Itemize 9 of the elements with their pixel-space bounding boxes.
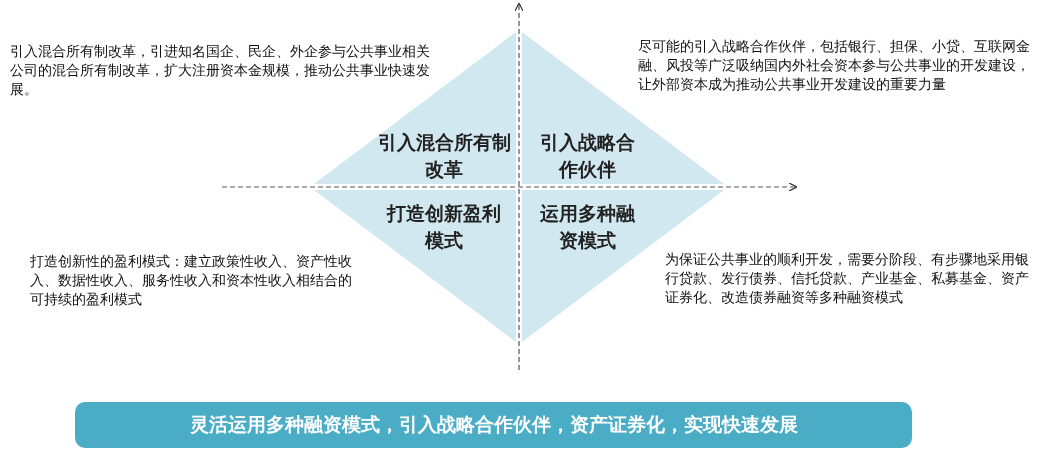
quadrant-title: 引入战略合作伙伴 xyxy=(538,131,636,182)
description-text: 为保证公共事业的顺利开发，需要分阶段、有步骤地采用银行贷款、发行债券、信托贷款、产业基金、私募基金、资产证券化、改造债券融资等多种融资模式 xyxy=(665,250,1030,307)
quadrant-title: 运用多种融资模式 xyxy=(538,202,636,253)
summary-banner: 灵活运用多种融资模式，引入战略合作伙伴，资产证券化，实现快速发展 xyxy=(75,402,912,448)
description-text: 打造创新性的盈利模式：建立政策性收入、资产性收入、数据性收入、服务性收入和资本性收入相结合的可持续的盈利模式 xyxy=(30,252,353,309)
description-text: 尽可能的引入战略合作伙伴，包括银行、担保、小贷、互联网金融、风投等广泛吸纳国内外社会资本参与公共事业的开发建设，让外部资本成为推动公共事业开发建设的重要力量 xyxy=(638,37,1031,94)
quadrant-title: 引入混合所有制改革 xyxy=(376,131,512,182)
description-text: 引入混合所有制改革，引进知名国企、民企、外企参与公共事业相关公司的混合所有制改革，扩大注册资本金规模，推动公共事业快速发展。 xyxy=(10,42,431,99)
quadrant-title: 打造创新盈利模式 xyxy=(385,202,502,253)
